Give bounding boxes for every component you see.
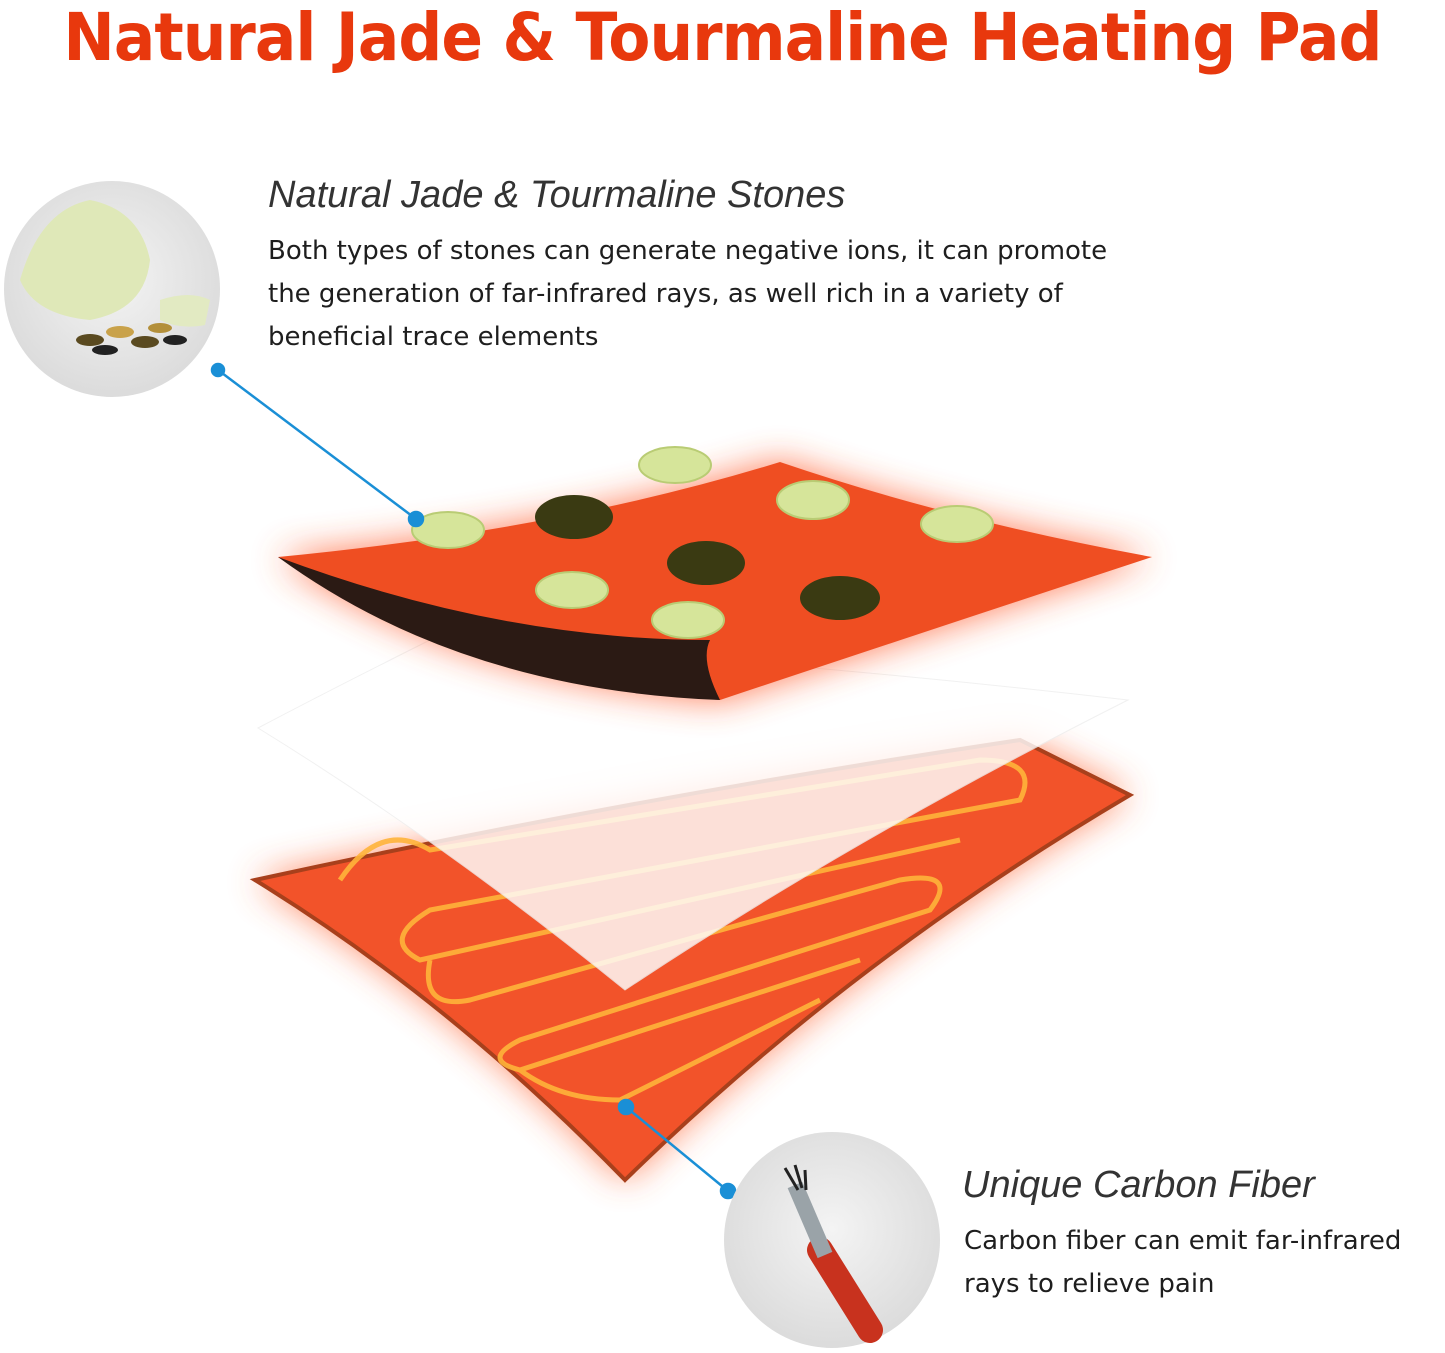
carbon-description: Carbon fiber can emit far-infrared rays …: [964, 1220, 1401, 1306]
text-line: the generation of far-infrared rays, as …: [268, 279, 1063, 309]
jade-stones: [411, 446, 994, 639]
text-line: beneficial trace elements: [268, 322, 599, 352]
text-line: Carbon fiber can emit far-infrared: [964, 1226, 1402, 1256]
text-line: rays to relieve pain: [964, 1269, 1215, 1299]
stone-layer: [278, 446, 1152, 700]
stones-description: Both types of stones can generate negati…: [268, 230, 1107, 359]
text-line: Both types of stones can generate negati…: [268, 236, 1108, 266]
page-title: Natural Jade & Tourmaline Heating Pad: [63, 0, 1382, 76]
stones-heading: Natural Jade & Tourmaline Stones: [268, 174, 846, 216]
carbon-fiber-image: [724, 1132, 940, 1348]
callout-line-stones: [210, 362, 425, 528]
callout-line-carbon: [617, 1098, 737, 1200]
stones-image: [4, 181, 220, 397]
carbon-heading: Unique Carbon Fiber: [962, 1164, 1315, 1206]
tourmaline-stones: [535, 495, 880, 620]
